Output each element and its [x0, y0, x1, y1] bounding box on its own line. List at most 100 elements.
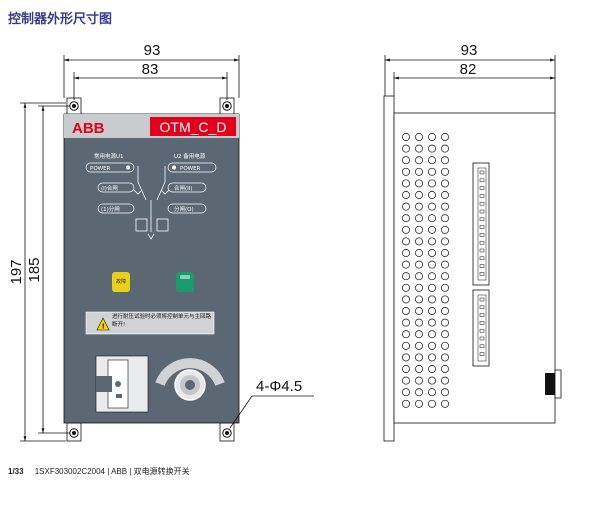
ventilation-holes [402, 133, 449, 408]
vent-hole [415, 156, 423, 165]
side-mount-flange [383, 95, 395, 442]
vent-hole [428, 214, 436, 223]
terminal-pin [479, 321, 485, 325]
vent-hole [415, 214, 423, 223]
vent-hole [402, 399, 410, 408]
terminal-pin [479, 201, 485, 206]
vent-hole [441, 330, 449, 339]
side-dim-inner-width: 82 [393, 61, 555, 96]
vent-hole [441, 376, 449, 385]
vent-hole [415, 179, 423, 188]
vent-hole [428, 272, 436, 281]
vent-hole [415, 133, 423, 141]
vent-hole [428, 376, 436, 385]
vent-hole [402, 307, 410, 315]
vent-hole [402, 260, 410, 269]
vent-hole [415, 237, 423, 246]
vent-hole [402, 295, 410, 304]
dim-hole-height: 185 [26, 105, 70, 434]
vent-hole [402, 214, 410, 223]
dim-overall-width: 93 [63, 42, 240, 98]
vent-hole [428, 353, 436, 362]
terminal-block-top [472, 162, 490, 286]
terminal-pin [479, 336, 485, 341]
vent-hole [441, 295, 449, 304]
terminal-pin [479, 313, 485, 317]
vent-hole [441, 341, 449, 350]
vent-hole [415, 365, 423, 373]
svg-text:93: 93 [144, 42, 161, 59]
power-right-label: POWER [180, 166, 201, 172]
vent-hole [428, 191, 436, 199]
vent-hole [415, 167, 423, 176]
mount-ear-top-right [219, 97, 235, 117]
vent-hole [428, 388, 436, 397]
vent-hole [441, 214, 449, 223]
vent-hole [428, 260, 436, 269]
vent-hole [402, 249, 410, 257]
terminal-pin [479, 256, 485, 261]
vent-hole [402, 237, 410, 246]
vent-hole [415, 260, 423, 269]
vent-hole [415, 144, 423, 153]
warning-text: 进行耐压试验时必须将控制单元与主回路断开! [112, 314, 212, 328]
vent-hole [441, 191, 449, 199]
page-number: 1/33 [8, 467, 24, 476]
side-dim-overall-width: 93 [384, 42, 556, 113]
vent-hole [402, 191, 410, 199]
page-title: 控制器外形尺寸图 [8, 12, 113, 27]
svg-text:83: 83 [142, 61, 159, 78]
vent-hole [428, 341, 436, 350]
vent-hole [441, 365, 449, 373]
vent-hole [428, 225, 436, 234]
vent-hole [415, 388, 423, 397]
svg-text:4-Φ4.5: 4-Φ4.5 [256, 378, 302, 395]
u2-label: U2 备用电源 [174, 152, 206, 160]
vent-hole [402, 318, 410, 327]
terminal-pin [479, 225, 485, 229]
vent-hole [441, 202, 449, 211]
fault-label: 故障 [116, 278, 126, 285]
vent-hole [428, 202, 436, 211]
terminal-pin [479, 194, 485, 198]
vent-hole [415, 399, 423, 408]
vent-hole [402, 156, 410, 165]
side-view: 93 82 [383, 42, 562, 442]
vent-hole [415, 295, 423, 304]
terminal-pin [479, 352, 485, 356]
vent-hole [441, 133, 449, 141]
vent-hole [428, 307, 436, 315]
dim-hole-width: 83 [73, 61, 228, 100]
vent-hole [441, 272, 449, 281]
vent-hole [428, 133, 436, 141]
vent-hole [441, 260, 449, 269]
svg-text:197: 197 [8, 259, 25, 284]
vent-hole [415, 283, 423, 292]
terminal-pin [479, 264, 485, 268]
vent-hole [402, 283, 410, 292]
vent-hole [441, 225, 449, 234]
vent-hole [428, 295, 436, 304]
page-footer: 1/33 1SXF303002C2004 | ABB | 双电源转换开关 [8, 466, 190, 477]
power-left-led [126, 165, 130, 170]
terminal-pin [479, 217, 485, 222]
left-open-label: (1)分闸 [101, 205, 120, 213]
front-view: ABB OTM_C_D 常用电源U1 U2 备用电源 POWER POWER (… [8, 42, 314, 442]
right-close-label: 合闸(II) [174, 184, 193, 192]
vent-hole [441, 388, 449, 397]
hole-callout: 4-Φ4.5 [229, 378, 314, 429]
warning-box [85, 311, 215, 335]
vent-hole [402, 353, 410, 362]
vent-hole [415, 318, 423, 327]
vent-hole [441, 399, 449, 408]
vent-hole [402, 272, 410, 281]
warning-icon [96, 317, 110, 331]
vent-hole [402, 179, 410, 188]
vent-hole [428, 144, 436, 153]
vent-hole [402, 202, 410, 211]
svg-text:185: 185 [26, 257, 43, 282]
manual-handle [95, 355, 149, 413]
vent-hole [402, 330, 410, 339]
vent-hole [415, 341, 423, 350]
